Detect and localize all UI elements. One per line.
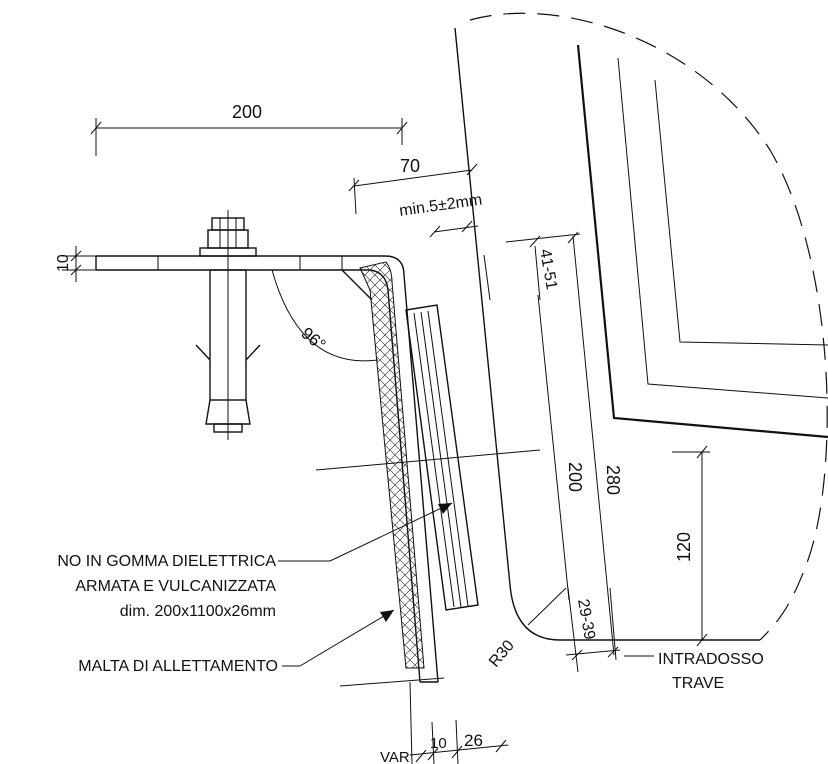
section-line-lower bbox=[339, 677, 445, 687]
beam-section bbox=[454, 27, 828, 641]
dimension-bottom: VAR 10 26 bbox=[380, 681, 509, 764]
svg-text:200: 200 bbox=[565, 462, 585, 492]
svg-text:10: 10 bbox=[55, 254, 72, 272]
dimension-120: 120 bbox=[672, 445, 710, 647]
dimension-70: 70 bbox=[348, 156, 478, 215]
pad-label-line2: ARMATA E VULCANIZZATA bbox=[75, 578, 276, 595]
rubber-pad bbox=[405, 304, 479, 611]
svg-text:min.5±2mm: min.5±2mm bbox=[398, 192, 483, 220]
svg-text:70: 70 bbox=[400, 156, 420, 176]
bedding-mortar bbox=[359, 261, 425, 669]
dimension-200-vertical: 200 bbox=[537, 294, 585, 601]
radius-r30: R30 bbox=[486, 587, 567, 671]
detail-circle-arc bbox=[469, 12, 828, 641]
svg-text:VAR: VAR bbox=[380, 749, 410, 764]
anchor-bolt bbox=[195, 210, 261, 440]
leader-mortar bbox=[282, 609, 395, 667]
dimension-min-gap: min.5±2mm bbox=[398, 192, 483, 238]
dimension-200-top: 200 bbox=[90, 102, 408, 156]
svg-text:280: 280 bbox=[603, 465, 623, 495]
dimension-280: 280 bbox=[572, 235, 623, 656]
svg-text:10: 10 bbox=[430, 735, 447, 752]
svg-text:200: 200 bbox=[232, 102, 262, 122]
mortar-label: MALTA DI ALLETTAMENTO bbox=[78, 658, 278, 675]
svg-text:120: 120 bbox=[674, 532, 694, 562]
dimension-29-39: 29-39 bbox=[565, 587, 621, 673]
leader-pad bbox=[278, 502, 453, 562]
intrados-label-line2: TRAVE bbox=[672, 675, 724, 692]
dimension-10-left: 10 bbox=[55, 246, 96, 282]
dimension-41-51: 41-51 bbox=[505, 231, 581, 301]
angle-label: 96° bbox=[297, 324, 329, 355]
svg-text:R30: R30 bbox=[486, 637, 518, 670]
svg-text:41-51: 41-51 bbox=[536, 248, 560, 291]
svg-text:26: 26 bbox=[464, 731, 483, 750]
pad-label-line3: dim. 200x1100x26mm bbox=[120, 603, 276, 620]
svg-text:29-39: 29-39 bbox=[574, 598, 598, 641]
pad-label-line1: NO IN GOMMA DIELETTRICA bbox=[57, 553, 276, 570]
angle-arc bbox=[271, 269, 379, 362]
intrados-label-line1: INTRADOSSO bbox=[658, 651, 764, 668]
section-line-upper bbox=[315, 449, 541, 471]
